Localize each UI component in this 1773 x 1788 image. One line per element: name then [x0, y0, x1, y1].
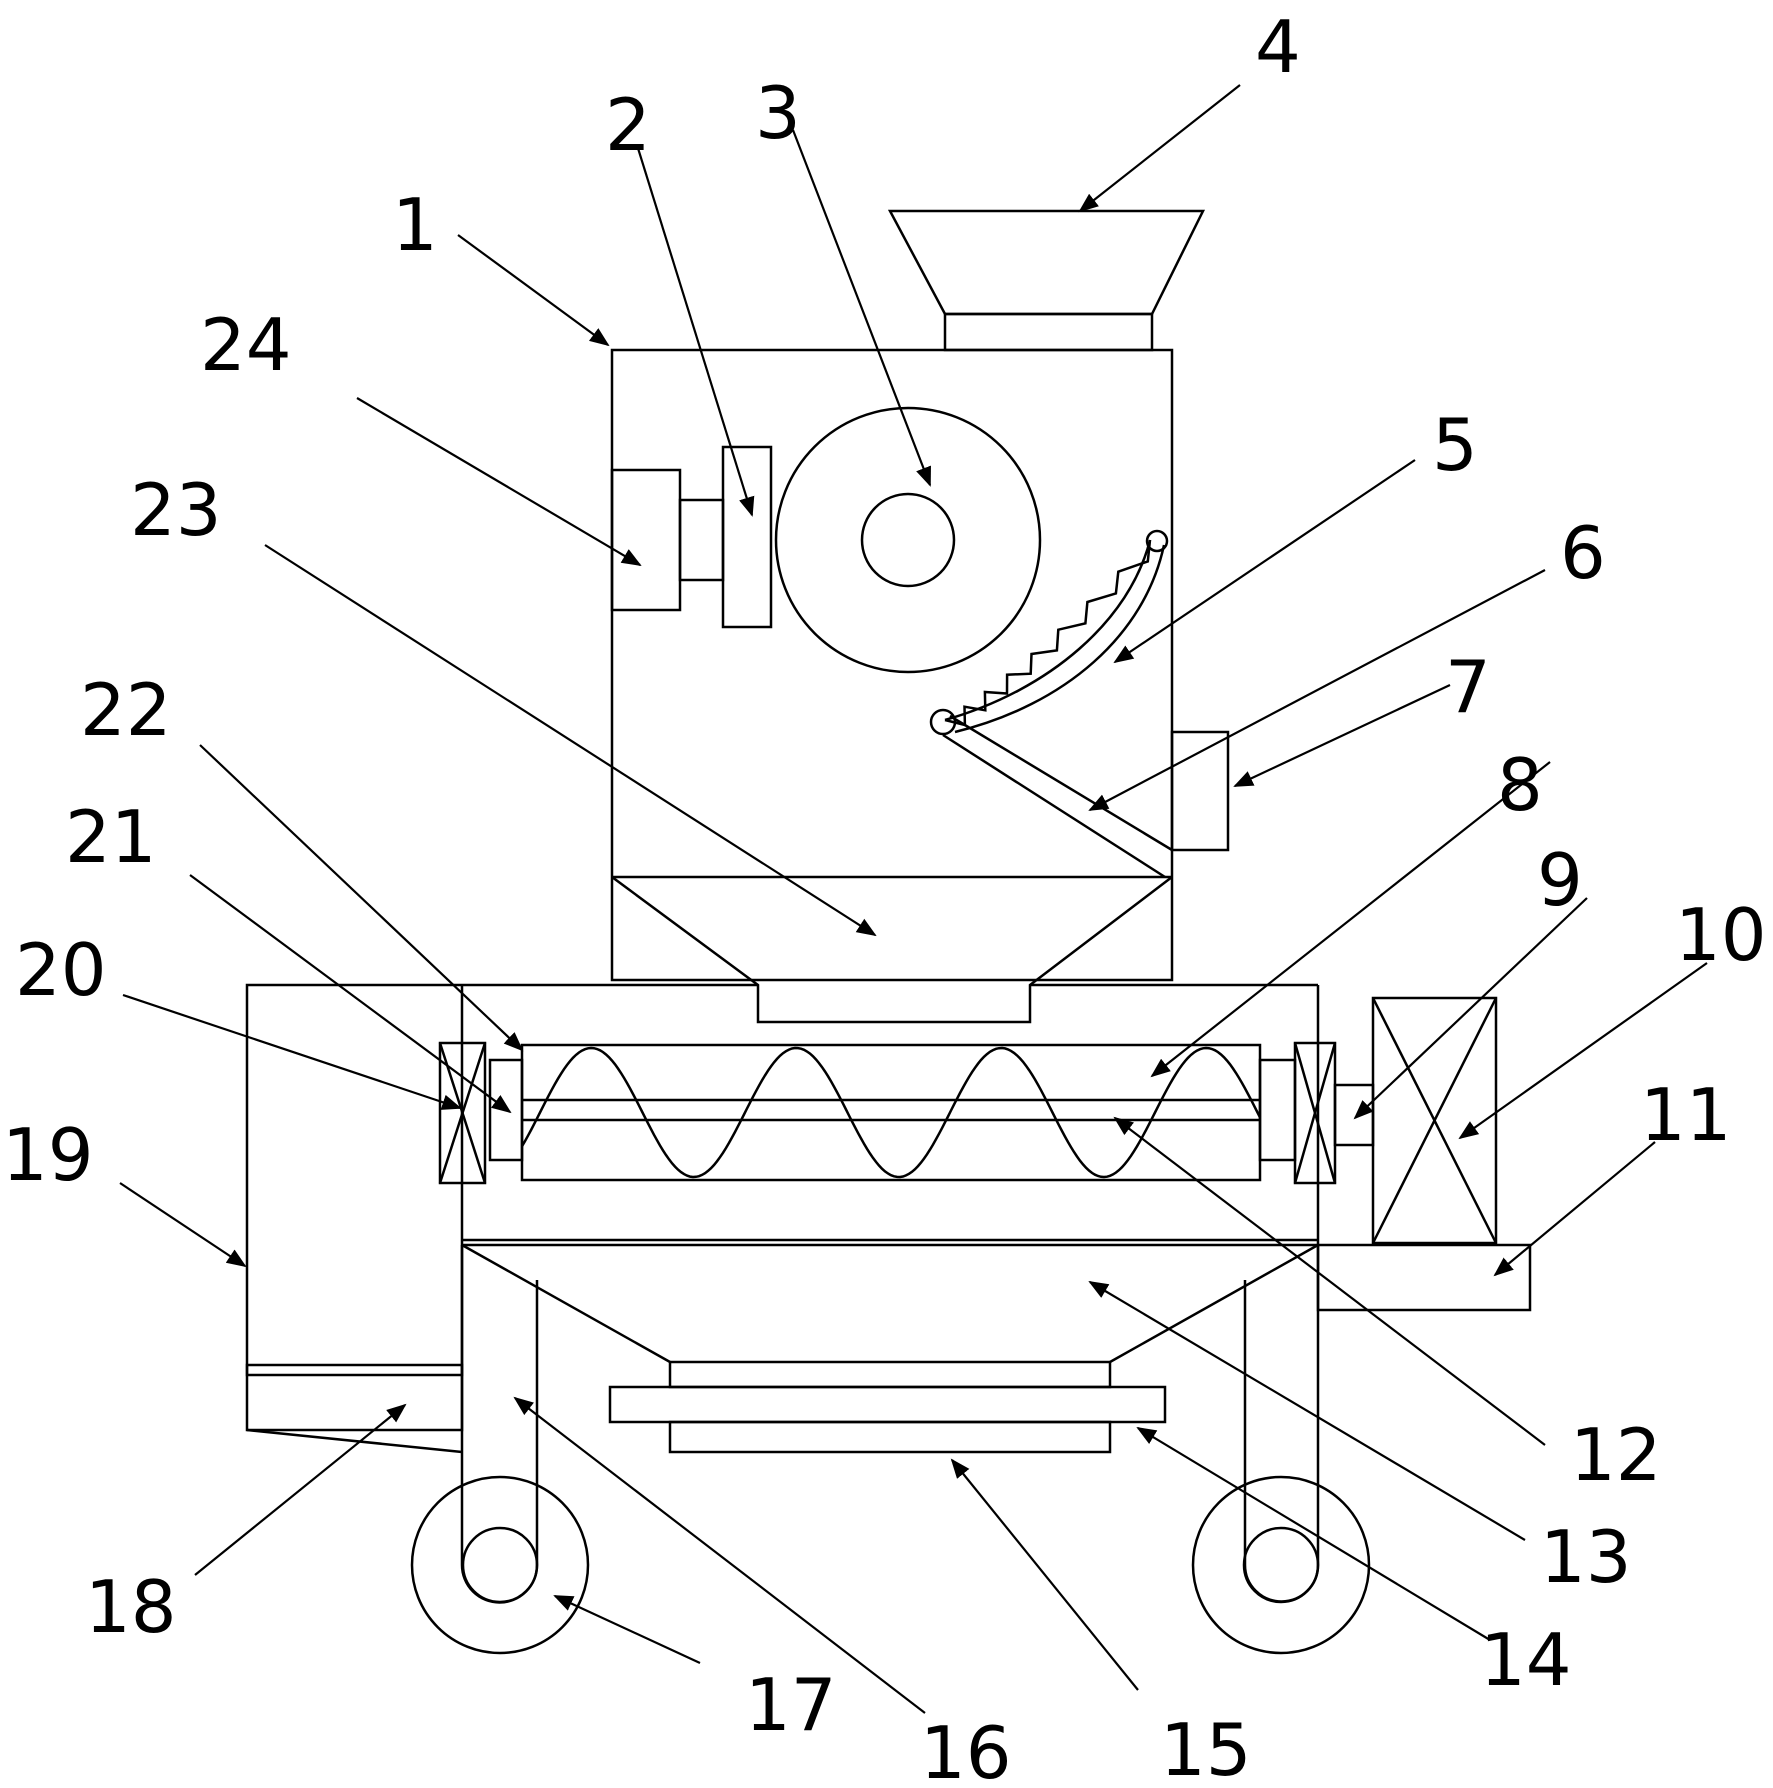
label-22: 22 [80, 668, 172, 752]
label-14: 14 [1480, 1618, 1572, 1702]
right-wheel [1191, 1475, 1371, 1655]
motor-support-plate [1316, 1243, 1532, 1312]
label-13: 13 [1540, 1515, 1632, 1599]
upper-housing [610, 348, 1174, 982]
screw-conveyor [520, 1043, 1262, 1182]
label-4: 4 [1255, 5, 1301, 89]
label-1: 1 [392, 183, 438, 267]
label-9: 9 [1537, 838, 1583, 922]
label-15: 15 [1160, 1708, 1252, 1788]
collection-tray [461, 1243, 1319, 1454]
label-7: 7 [1445, 645, 1491, 729]
label-3: 3 [755, 71, 801, 155]
label-16: 16 [920, 1711, 1012, 1788]
label-8: 8 [1497, 743, 1543, 827]
leader-lines [119, 84, 1708, 1714]
left-bearing [438, 1041, 524, 1185]
feed-hopper [887, 209, 1206, 352]
right-leg [1243, 1245, 1320, 1603]
label-24: 24 [200, 303, 292, 387]
side-box [1170, 730, 1230, 852]
label-12: 12 [1570, 1413, 1662, 1497]
label-2: 2 [605, 83, 651, 167]
drive-motor [1371, 996, 1498, 1245]
label-5: 5 [1432, 403, 1478, 487]
label-18: 18 [85, 1565, 177, 1649]
right-bearing [1258, 1041, 1375, 1185]
label-10: 10 [1675, 893, 1767, 977]
reference-numerals: 1 2 3 4 5 6 7 8 9 10 11 12 13 14 15 16 1… [2, 5, 1767, 1788]
deflector-plate [942, 714, 1173, 879]
label-11: 11 [1640, 1073, 1732, 1157]
crushing-wheel [774, 406, 1042, 674]
screen-mesh [929, 529, 1169, 736]
label-21: 21 [65, 795, 157, 879]
left-wheel [410, 1475, 590, 1655]
left-leg [460, 1245, 539, 1604]
label-19: 19 [2, 1113, 94, 1197]
label-17: 17 [745, 1663, 837, 1747]
side-motor [610, 445, 773, 629]
funnel [611, 875, 1173, 1024]
label-6: 6 [1560, 511, 1606, 595]
label-23: 23 [130, 468, 222, 552]
label-20: 20 [15, 928, 107, 1012]
